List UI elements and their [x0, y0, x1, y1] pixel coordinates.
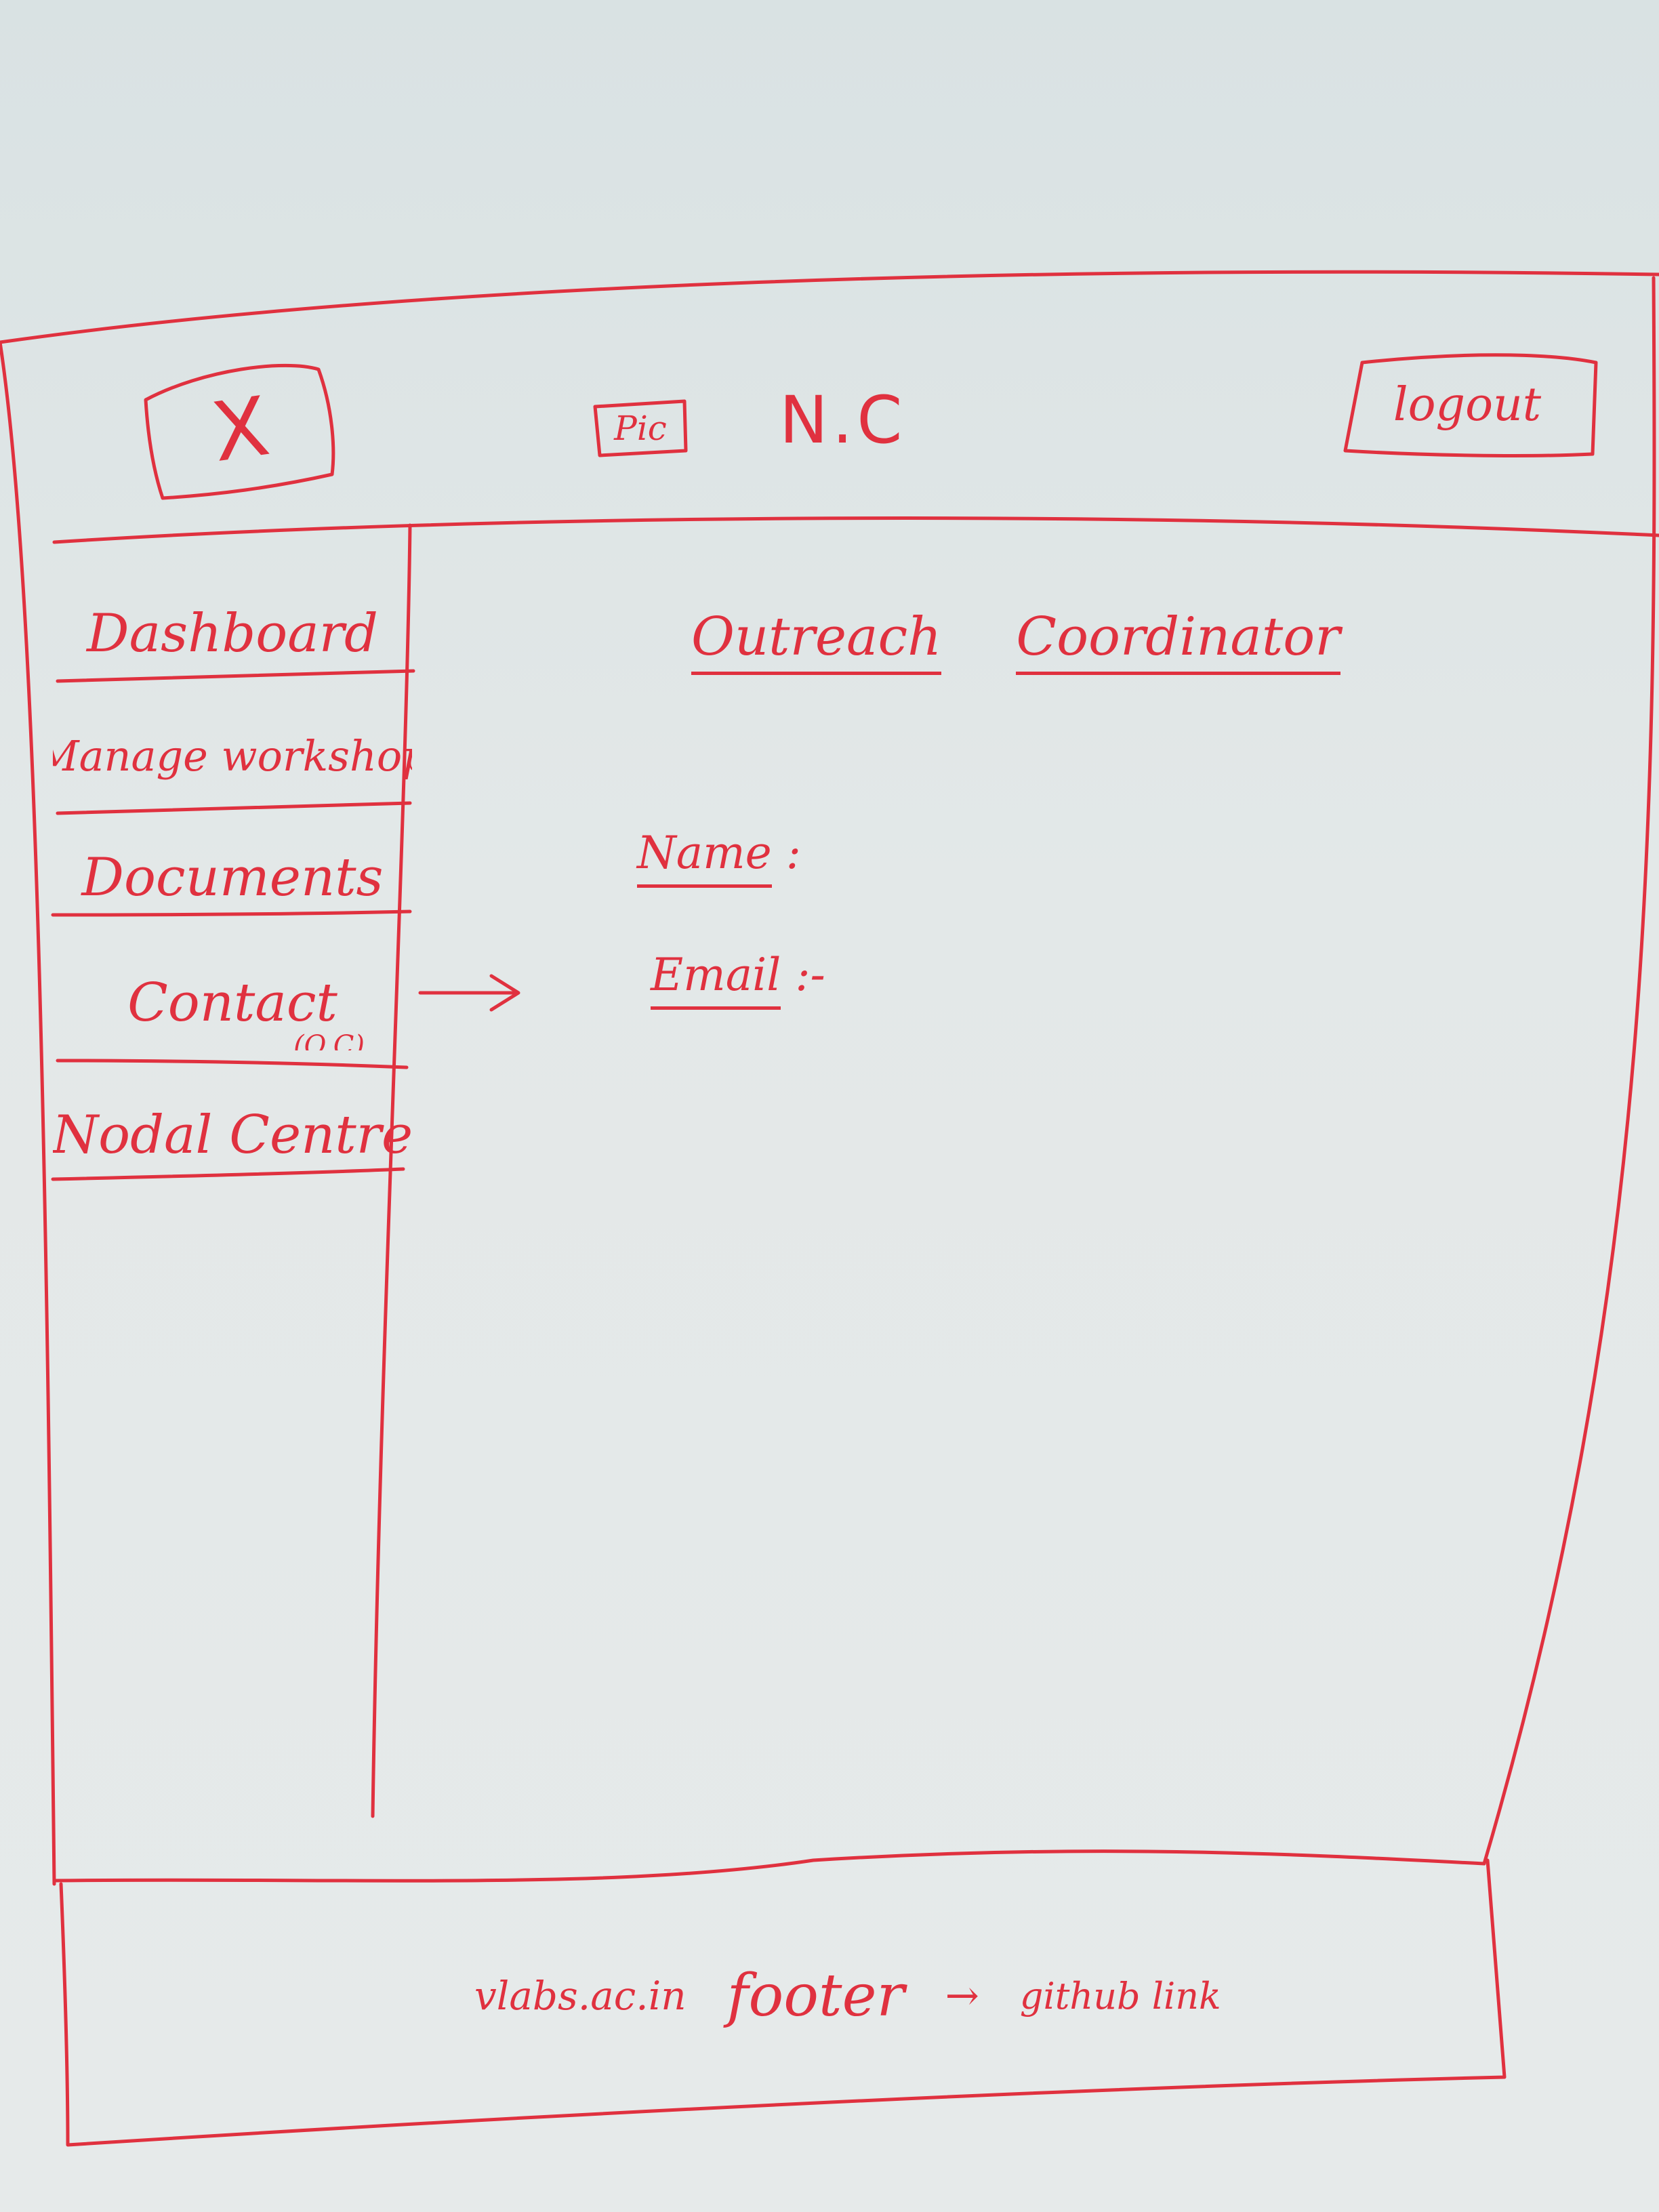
sidebar-item-dashboard[interactable]: Dashboard: [87, 603, 378, 664]
footer-label: footer: [726, 1962, 905, 2030]
sidebar-item-manage-workshop[interactable]: Manage workshop: [53, 731, 412, 781]
sidebar-item-contact-label: Contact: [127, 972, 337, 1033]
page-title-word-1: Outreach: [691, 607, 942, 675]
close-icon: X: [206, 379, 275, 481]
email-label: Email: [651, 949, 781, 1010]
email-separator: :-: [795, 949, 825, 1001]
name-label: Name: [637, 827, 772, 888]
sidebar-item-documents[interactable]: Documents: [81, 847, 384, 908]
sidebar-item-contact[interactable]: Contact (O.C): [53, 956, 412, 1050]
sidebar-item-nodal-centre[interactable]: Nodal Centre: [53, 1105, 412, 1166]
footer: vlabs.ac.in footer → github link: [474, 1952, 1355, 2040]
close-button[interactable]: X: [146, 363, 335, 498]
profile-pic: Pic: [614, 409, 667, 448]
sidebar-item-contact-sub: (O.C): [293, 1030, 365, 1050]
app-title: N.C: [779, 382, 907, 458]
page-title-word-2: Coordinator: [1016, 607, 1340, 675]
logout-button[interactable]: logout: [1393, 378, 1542, 432]
footer-domain-link[interactable]: vlabs.ac.in: [474, 1973, 687, 2019]
name-separator: :: [785, 827, 801, 879]
email-field: Email :-: [651, 949, 825, 1010]
name-field: Name :: [637, 827, 801, 888]
arrow-right-icon: →: [945, 1972, 979, 2020]
page-title: Outreach Coordinator: [691, 596, 1340, 684]
github-link[interactable]: github link: [1019, 1974, 1221, 2018]
